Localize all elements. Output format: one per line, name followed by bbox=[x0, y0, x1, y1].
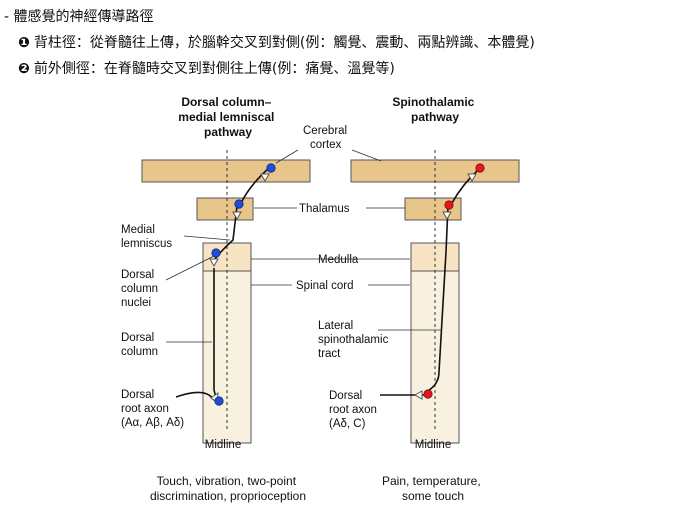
label-line: spinothalamic bbox=[318, 334, 389, 346]
left-thalamocortical-fiber bbox=[240, 167, 270, 204]
left-nuclei-neuron bbox=[211, 248, 221, 258]
thalamus-label: Thalamus bbox=[299, 203, 350, 215]
cerebral-cortex-label: Cerebral cortex bbox=[303, 125, 350, 151]
left-cortex-neuron bbox=[266, 163, 276, 173]
cortex-leader-left bbox=[275, 149, 299, 164]
right-thalamocortical-fiber bbox=[451, 169, 479, 204]
left-pathway-title: Dorsal column– medial lemniscal pathway bbox=[178, 95, 277, 139]
label-line: (Aδ, C) bbox=[329, 418, 366, 430]
right-title-line: Spinothalamic bbox=[392, 95, 474, 109]
label-line: root axon bbox=[329, 404, 377, 416]
right-cortex-neuron bbox=[475, 163, 485, 173]
left-root-neuron bbox=[214, 396, 224, 406]
left-cerebral-cortex bbox=[141, 159, 311, 183]
caption-line: Touch, vibration, two-point bbox=[157, 474, 297, 488]
caption-line: some touch bbox=[402, 489, 464, 503]
right-midline-label: Midline bbox=[415, 439, 451, 451]
medulla-label: Medulla bbox=[318, 254, 359, 266]
left-title-line: medial lemniscal bbox=[178, 110, 274, 124]
right-pathway-caption: Pain, temperature, some touch bbox=[382, 474, 484, 503]
lateral-spinothalamic-label: Lateral spinothalamic tract bbox=[318, 320, 392, 360]
caption-line: Pain, temperature, bbox=[382, 474, 481, 488]
right-cord-terminal bbox=[413, 390, 423, 400]
left-midline-label: Midline bbox=[205, 439, 241, 451]
left-thalamus-neuron bbox=[234, 199, 244, 209]
left-cortex-terminal bbox=[260, 173, 270, 183]
dorsal-column-nuclei-label: Dorsal column nuclei bbox=[121, 269, 161, 309]
medial-lemniscus-leader bbox=[183, 235, 231, 241]
left-nuclei-terminal bbox=[209, 258, 219, 268]
label-line: (Aα, Aβ, Aδ) bbox=[121, 417, 184, 429]
label-line: tract bbox=[318, 348, 341, 360]
right-pathway-title: Spinothalamic pathway bbox=[392, 95, 477, 124]
right-cord-neuron bbox=[423, 389, 433, 399]
page-title: - 體感覺的神經傳導路徑 bbox=[4, 9, 154, 25]
label-line: column bbox=[121, 346, 158, 358]
label-line: Medial bbox=[121, 224, 155, 236]
label-line: Dorsal bbox=[121, 269, 154, 281]
left-title-line: pathway bbox=[204, 125, 252, 139]
item-text: 背柱徑：從脊髓往上傳，於腦幹交叉到對側(例：觸覺、震動、兩點辨識、本體覺) bbox=[33, 35, 535, 51]
cortex-leader-right bbox=[351, 149, 382, 162]
right-dorsal-root-axon-label: Dorsal root axon (Aδ, C) bbox=[329, 390, 380, 430]
caption-line: discrimination, proprioception bbox=[150, 489, 306, 503]
label-line: Lateral bbox=[318, 320, 353, 332]
label-line: lemniscus bbox=[121, 238, 172, 250]
label-line: column bbox=[121, 283, 158, 295]
right-cortex-terminal bbox=[467, 173, 477, 183]
right-title-line: pathway bbox=[411, 110, 459, 124]
left-thalamus bbox=[196, 197, 254, 221]
label-line: Cerebral bbox=[303, 125, 347, 137]
label-line: Dorsal bbox=[121, 332, 154, 344]
left-pathway-caption: Touch, vibration, two-point discriminati… bbox=[150, 474, 306, 503]
item-text: 前外側徑：在脊髓時交叉到對側往上傳(例：痛覺、溫覺等) bbox=[33, 61, 395, 77]
right-thalamus-neuron bbox=[444, 200, 454, 210]
spinal-cord-label: Spinal cord bbox=[296, 280, 354, 292]
item-number: ❷ bbox=[18, 61, 30, 77]
dorsal-column-label: Dorsal column bbox=[121, 332, 158, 358]
nuclei-leader bbox=[165, 255, 215, 281]
label-line: nuclei bbox=[121, 297, 151, 309]
label-line: Dorsal bbox=[121, 389, 154, 401]
label-line: cortex bbox=[310, 139, 342, 151]
item-number: ❶ bbox=[18, 35, 30, 51]
left-dorsal-root-axon-label: Dorsal root axon (Aα, Aβ, Aδ) bbox=[121, 389, 184, 429]
right-thalamus-terminal bbox=[442, 211, 452, 221]
label-line: root axon bbox=[121, 403, 169, 415]
left-thalamus-terminal bbox=[232, 211, 242, 221]
medial-lemniscus-label: Medial lemniscus bbox=[121, 224, 172, 250]
label-line: Dorsal bbox=[329, 390, 362, 402]
left-title-line: Dorsal column– bbox=[181, 95, 271, 109]
